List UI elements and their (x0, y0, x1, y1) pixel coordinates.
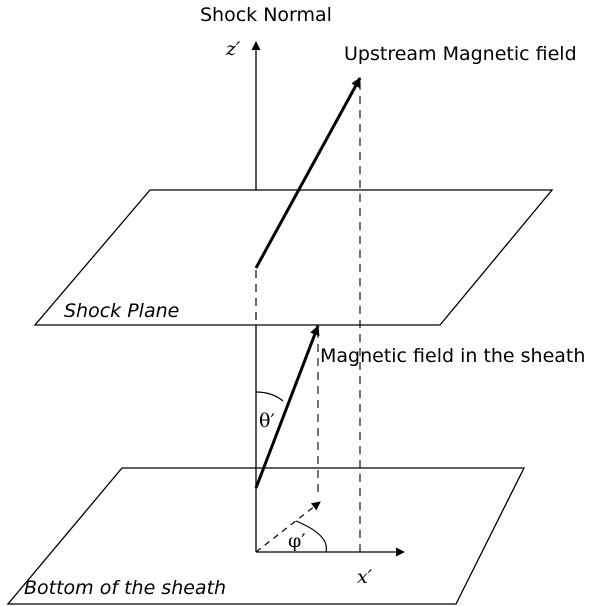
bottom-plane-label: Bottom of the sheath (24, 577, 226, 599)
shock-plane (33, 189, 554, 326)
upstream-field-vector (254, 77, 362, 269)
phi-label: φ′ (288, 530, 306, 552)
shock-plane-label: Shock Plane (64, 300, 179, 322)
sheath-field-vector (254, 325, 320, 489)
sheath-field-plane-projection (255, 501, 321, 553)
upstream-field-label: Upstream Magnetic field (344, 43, 577, 65)
phi-arc (295, 520, 328, 553)
theta-arc (255, 391, 284, 402)
shock-normal-label: Shock Normal (200, 4, 332, 26)
x-axis-label: x′ (357, 566, 373, 588)
theta-label: θ′ (259, 410, 275, 432)
bottom-plane (6, 467, 526, 605)
sheath-field-label: Magnetic field in the sheath (320, 345, 585, 367)
z-axis-label: z′ (225, 38, 241, 60)
